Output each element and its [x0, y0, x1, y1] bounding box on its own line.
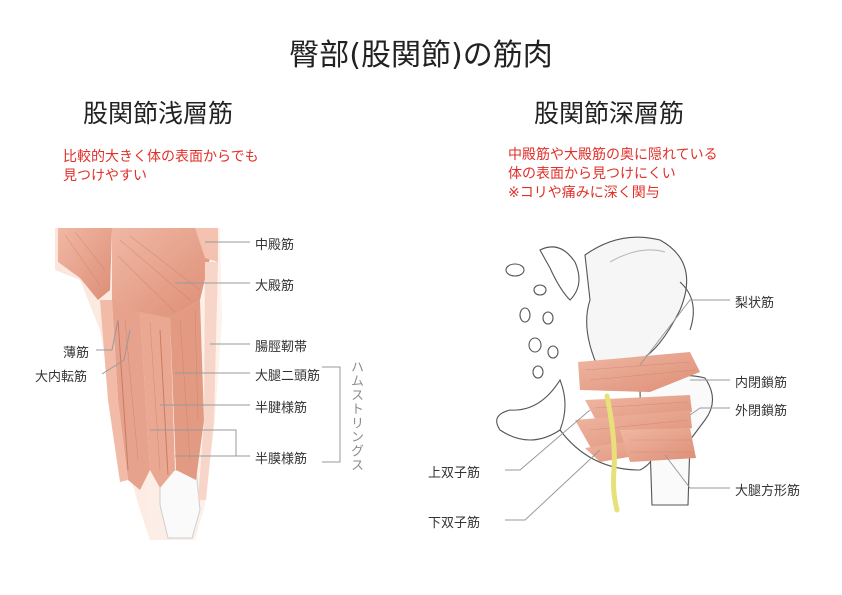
deep-leader-lines [505, 299, 730, 521]
superficial-leg-illustration [55, 228, 222, 540]
sciatic-nerve [604, 393, 620, 513]
quadratus-femoris-shape [620, 428, 696, 462]
label-adductor-magnus: 大内転筋 [35, 370, 88, 385]
superficial-heading: 股関節浅層筋 [83, 99, 234, 128]
label-gracilis: 薄筋 [63, 346, 90, 361]
biceps-femoris-shape [170, 300, 204, 480]
label-quadratus-femoris: 大腿方形筋 [735, 484, 801, 499]
label-gluteus-maximus: 大殿筋 [255, 279, 295, 294]
label-gluteus-medius: 中殿筋 [255, 238, 295, 253]
deep-note: 中殿筋や大殿筋の奥に隠れている 体の表面から見つけにくい ※コリや痛みに深く関与 [508, 147, 718, 201]
label-biceps-femoris: 大腿二頭筋 [255, 369, 321, 384]
label-semimembranosus: 半膜様筋 [255, 452, 308, 467]
piriformis-shape [578, 352, 700, 392]
label-obturator-externus: 外閉鎖筋 [735, 404, 788, 419]
label-hamstrings: ハムストリングス [348, 360, 363, 472]
page-title: 臀部(股関節)の筋肉 [289, 38, 553, 73]
gluteus-medius-shape [195, 228, 218, 262]
semimembranosus-shape [112, 300, 150, 490]
gluteus-maximus-shape [112, 228, 210, 318]
label-gemellus-superior: 上双子筋 [428, 466, 481, 481]
deep-heading: 股関節深層筋 [534, 99, 685, 128]
gracilis-shape [100, 300, 128, 482]
superficial-leader-lines [96, 241, 341, 463]
deep-muscles [575, 352, 700, 513]
label-obturator-internus: 内閉鎖筋 [735, 376, 788, 391]
label-gemellus-inferior: 下双子筋 [428, 516, 481, 531]
label-semitendinosus: 半腱様筋 [255, 401, 308, 416]
label-iliotibial-band: 腸脛靭帯 [255, 340, 308, 355]
superficial-note: 比較的大きく体の表面からでも 見つけやすい [63, 149, 259, 184]
iliotibial-band-shape [198, 262, 218, 500]
label-piriformis: 梨状筋 [735, 296, 775, 311]
